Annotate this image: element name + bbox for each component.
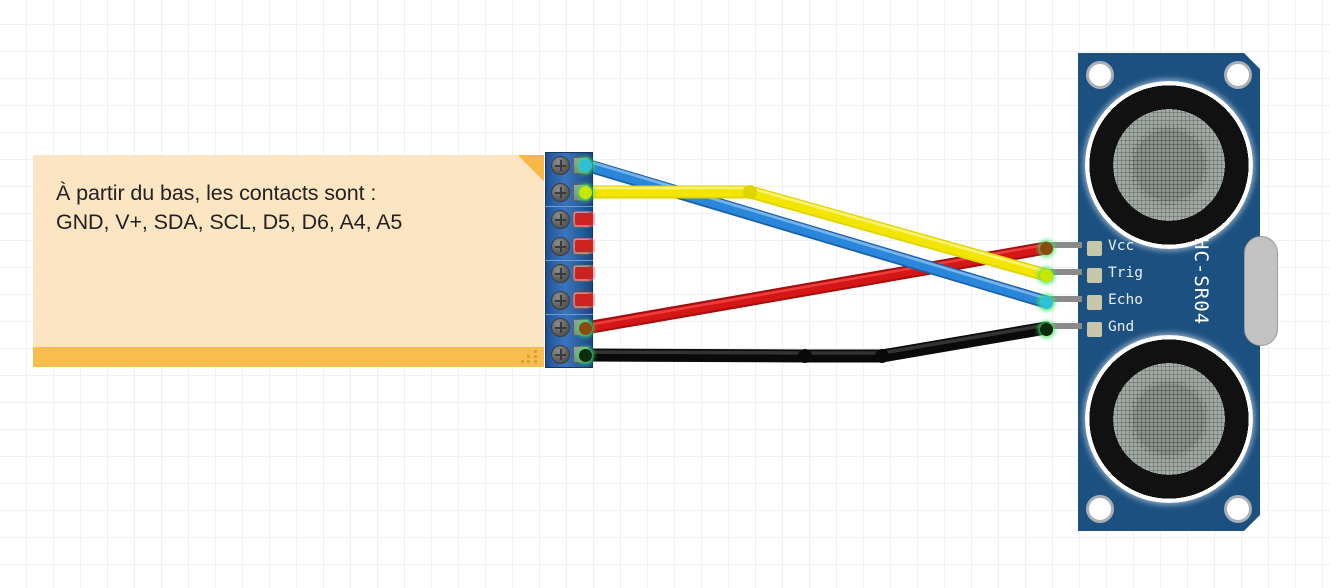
hc-sr04-silkscreen-label: HC-SR04 <box>1190 238 1212 326</box>
connector-vcc-terminal[interactable] <box>579 322 592 335</box>
wire-gnd[interactable] <box>579 321 1053 363</box>
wire-trig[interactable] <box>579 185 1053 282</box>
terminal-pair <box>545 260 593 314</box>
pin-label-vcc: Vcc <box>1108 238 1135 254</box>
pad-vcc[interactable] <box>1087 241 1102 256</box>
pad-trig[interactable] <box>1087 268 1102 283</box>
mounting-hole <box>1086 61 1114 89</box>
mounting-hole <box>1224 61 1252 89</box>
empty-terminal-plug <box>575 213 593 225</box>
note-resize-grip[interactable] <box>521 350 538 364</box>
pcb-corner-notch <box>1244 515 1260 531</box>
lead-gnd <box>1046 323 1082 329</box>
terminal-6[interactable] <box>545 287 593 314</box>
lead-trig <box>1046 269 1082 275</box>
connector-vcc-sensor[interactable] <box>1040 242 1053 255</box>
note-text: À partir du bas, les contacts sont : GND… <box>56 181 403 235</box>
note-fold-corner <box>518 155 544 181</box>
wire-bendpoint[interactable] <box>798 349 812 363</box>
screw-icon[interactable] <box>551 318 570 337</box>
connector-gnd-terminal[interactable] <box>579 349 592 362</box>
ultrasonic-transmitter <box>1085 81 1253 249</box>
screw-icon[interactable] <box>551 183 570 202</box>
empty-terminal-plug <box>575 294 593 306</box>
lead-echo <box>1046 296 1082 302</box>
screw-icon[interactable] <box>551 156 570 175</box>
pin-label-gnd: Gnd <box>1108 319 1135 335</box>
connector-echo-terminal[interactable] <box>579 159 592 172</box>
wire-bendpoint[interactable] <box>875 349 889 363</box>
empty-terminal-plug <box>575 267 593 279</box>
screw-icon[interactable] <box>551 264 570 283</box>
screw-icon[interactable] <box>551 210 570 229</box>
hc-sr04-module[interactable]: HC-SR04 Vcc Trig Echo Gnd <box>1078 53 1278 531</box>
sticky-note[interactable]: À partir du bas, les contacts sont : GND… <box>33 155 544 367</box>
connector-gnd-sensor[interactable] <box>1040 323 1053 336</box>
pin-label-trig: Trig <box>1108 265 1143 281</box>
mounting-hole <box>1224 495 1252 523</box>
terminal-4[interactable] <box>545 233 593 260</box>
connector-trig-sensor[interactable] <box>1040 269 1053 282</box>
terminal-3[interactable] <box>545 206 593 233</box>
ultrasonic-receiver <box>1085 335 1253 503</box>
pin-label-echo: Echo <box>1108 292 1143 308</box>
terminal-pair <box>545 314 593 368</box>
screw-icon[interactable] <box>551 291 570 310</box>
terminal-5[interactable] <box>545 260 593 287</box>
connector-echo-sensor[interactable] <box>1040 296 1053 309</box>
pad-gnd[interactable] <box>1087 322 1102 337</box>
lead-vcc <box>1046 242 1082 248</box>
mounting-hole <box>1086 495 1114 523</box>
crystal-oscillator <box>1244 236 1278 346</box>
screw-icon[interactable] <box>551 345 570 364</box>
terminal-pair <box>545 206 593 260</box>
wire-bendpoint[interactable] <box>743 185 757 199</box>
empty-terminal-plug <box>575 240 593 252</box>
screw-terminal-block[interactable] <box>545 152 593 368</box>
connector-trig-terminal[interactable] <box>579 186 592 199</box>
screw-icon[interactable] <box>551 237 570 256</box>
note-bottom-bar[interactable] <box>33 347 544 367</box>
pad-echo[interactable] <box>1087 295 1102 310</box>
wire-echo[interactable] <box>579 158 1053 309</box>
